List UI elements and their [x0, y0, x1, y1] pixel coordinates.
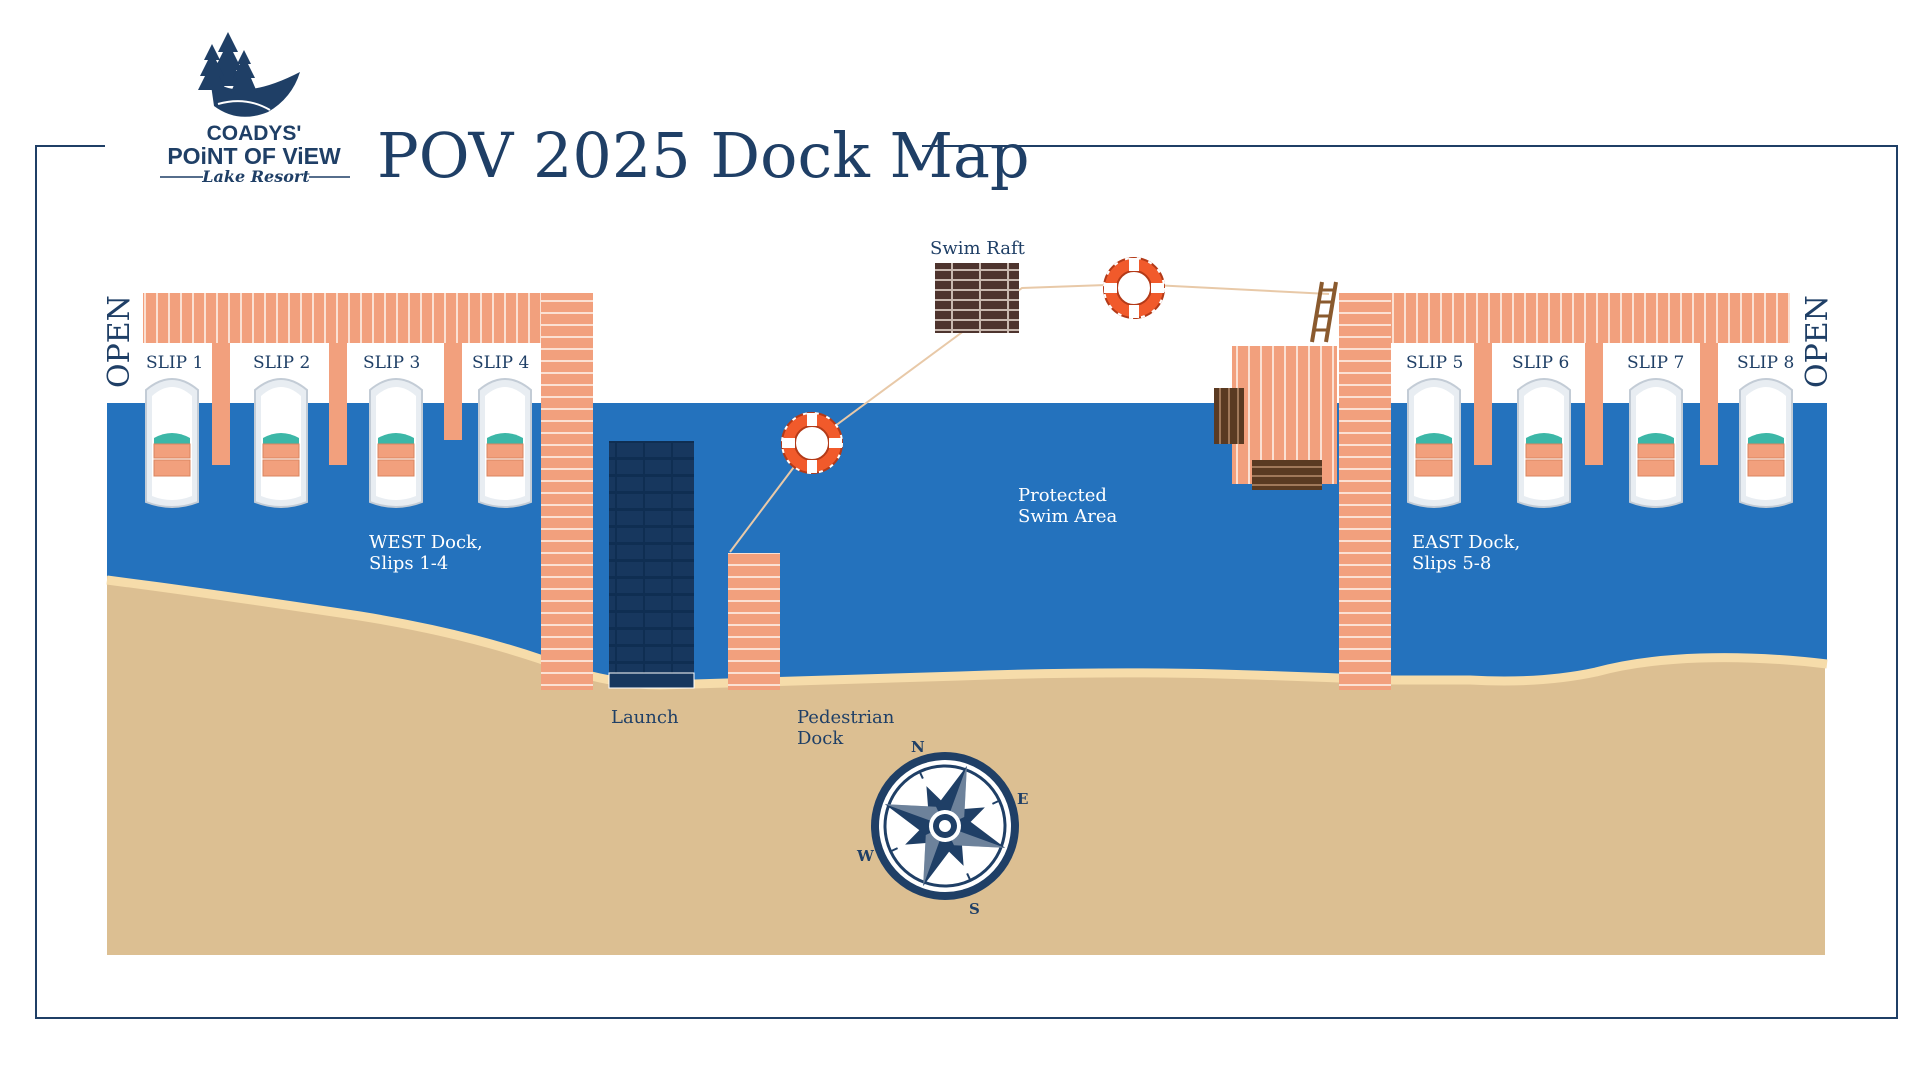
- slip-label-3: SLIP 3: [363, 353, 420, 373]
- boat-slip-2: [254, 378, 308, 508]
- boat-slip-1: [145, 378, 199, 508]
- slip-label-1: SLIP 1: [146, 353, 203, 373]
- lake-water: [107, 403, 1827, 681]
- boat-slip-4: [478, 378, 532, 508]
- boat-slip-7: [1629, 378, 1683, 508]
- slip-label-2: SLIP 2: [253, 353, 310, 373]
- launch-label: Launch: [611, 707, 679, 728]
- map-frame: [35, 145, 1898, 1019]
- bench-icon: [1214, 388, 1244, 444]
- boat-launch-end: [608, 672, 695, 689]
- slip-label-4: SLIP 4: [472, 353, 529, 373]
- shoreline: [106, 575, 1828, 690]
- east-dock-main-pier: [1339, 293, 1391, 690]
- west-finger-3: [444, 343, 462, 440]
- pedestrian-dock: [728, 553, 780, 690]
- protected-swim-area-label-line-1: Protected: [1018, 485, 1107, 506]
- boat-slip-8: [1739, 378, 1793, 508]
- slip-label-8: SLIP 8: [1737, 353, 1794, 373]
- boat-slip-6: [1517, 378, 1571, 508]
- protected-swim-area-label-line-2: Swim Area: [1018, 506, 1118, 527]
- slip-label-5: SLIP 5: [1406, 353, 1463, 373]
- west-dock-label-line-1: WEST Dock,: [369, 532, 483, 553]
- open-label-east: OPEN: [1800, 295, 1835, 388]
- swim-raft: [935, 263, 1019, 333]
- east-dock-label-line-1: EAST Dock,: [1412, 532, 1520, 553]
- compass-rose-icon: [871, 752, 1019, 900]
- open-label-west: OPEN: [102, 295, 137, 388]
- boat-launch: [609, 441, 694, 687]
- east-dock-walkway: [1391, 293, 1790, 343]
- resort-logo: COADYS' POiNT OF ViEW Lake Resort: [160, 32, 350, 186]
- pedestrian-dock-label-line-1: Pedestrian: [797, 707, 895, 728]
- compass-south-label: S: [969, 900, 980, 918]
- logo-line-3: Lake Resort: [201, 167, 310, 186]
- compass-north-label: N: [911, 738, 925, 756]
- logo-line-1: COADYS': [207, 122, 302, 145]
- west-dock-label-line-2: Slips 1-4: [369, 553, 448, 574]
- east-finger-3: [1700, 343, 1718, 465]
- west-dock-main-pier: [541, 293, 593, 690]
- west-finger-2: [329, 343, 347, 465]
- ladder-icon: [1310, 281, 1338, 343]
- east-dock-label-line-2: Slips 5-8: [1412, 553, 1491, 574]
- bench-icon: [1252, 460, 1322, 490]
- boat-slip-3: [369, 378, 423, 508]
- logo-line-2: POiNT OF ViEW: [167, 143, 341, 169]
- life-ring-icon: [782, 413, 842, 473]
- east-finger-2: [1585, 343, 1603, 465]
- life-ring-icon: [1104, 258, 1164, 318]
- west-finger-1: [212, 343, 230, 465]
- pedestrian-dock-label-line-2: Dock: [797, 728, 844, 749]
- page-title: POV 2025 Dock Map: [377, 119, 1030, 192]
- compass-west-label: W: [856, 847, 875, 865]
- swim-raft-label: Swim Raft: [930, 238, 1026, 259]
- pine-trees-point-icon: [198, 32, 300, 117]
- east-dock: SLIP 5 SLIP 6 SLIP 7 SLIP 8 EAST Dock, S…: [1214, 281, 1794, 690]
- west-dock: SLIP 1 SLIP 2 SLIP 3 SLIP 4 WEST Dock, S…: [143, 293, 593, 690]
- slip-label-7: SLIP 7: [1627, 353, 1684, 373]
- east-finger-1: [1474, 343, 1492, 465]
- slip-label-6: SLIP 6: [1512, 353, 1569, 373]
- west-dock-walkway: [143, 293, 541, 343]
- boat-slip-5: [1407, 378, 1461, 508]
- compass-east-label: E: [1017, 790, 1028, 808]
